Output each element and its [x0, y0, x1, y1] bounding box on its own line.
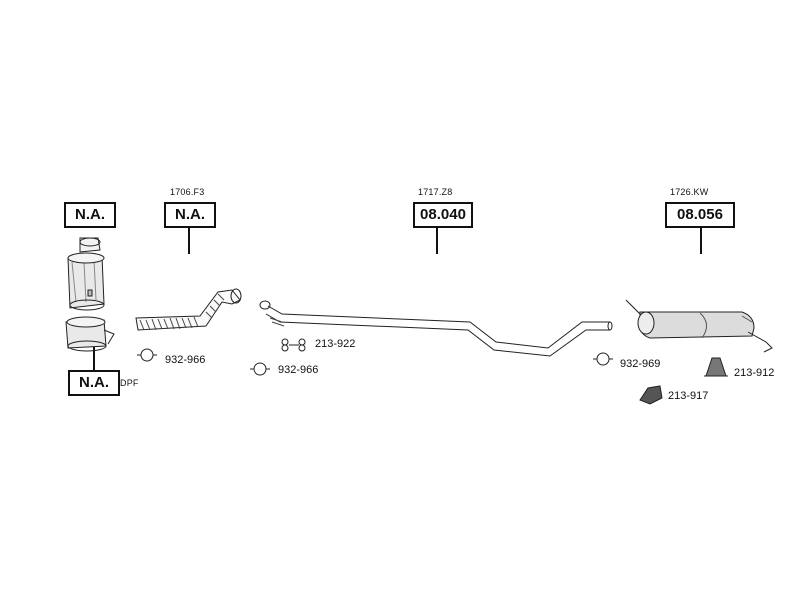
catalyst-dpf-drawing[interactable] — [65, 237, 115, 352]
front-pipe-drawing[interactable] — [135, 288, 242, 331]
dpf-box[interactable]: N.A. — [68, 370, 120, 396]
rear-silencer-drawing[interactable] — [625, 299, 773, 353]
dpf-note: DPF — [120, 378, 139, 388]
assembly-ref-middle-pipe: 1717.Z8 — [418, 187, 453, 197]
clamp-icon — [593, 352, 613, 366]
part-number-clamp-mid[interactable]: 932-966 — [278, 364, 319, 376]
part-number-clamp-rear[interactable]: 932-969 — [620, 358, 661, 370]
leader-line-front-pipe — [188, 228, 190, 254]
assembly-box-middle-pipe[interactable]: 08.040 — [413, 202, 473, 228]
leader-line-rear-silencer — [700, 228, 702, 254]
part-number-rubber-hanger[interactable]: 213-912 — [734, 367, 775, 379]
leader-line-middle-pipe — [436, 228, 438, 254]
leader-line-dpf — [93, 346, 95, 370]
clamp-icon — [137, 348, 157, 362]
assembly-ref-rear-silencer: 1726.KW — [670, 187, 709, 197]
assembly-box-catalyst[interactable]: N.A. — [64, 202, 116, 228]
clamp-icon — [250, 362, 270, 376]
bolt-clamp-icon — [281, 338, 306, 352]
part-number-clamp-front[interactable]: 932-966 — [165, 354, 206, 366]
assembly-box-front-pipe[interactable]: N.A. — [164, 202, 216, 228]
part-number-bolt-clamp[interactable]: 213-922 — [315, 338, 356, 350]
middle-pipe-drawing[interactable] — [259, 300, 613, 357]
rubber-hanger-icon — [704, 357, 728, 377]
mounting-bracket-icon — [639, 385, 663, 405]
assembly-box-rear-silencer[interactable]: 08.056 — [665, 202, 735, 228]
part-number-mounting-bracket[interactable]: 213-917 — [668, 390, 709, 402]
assembly-ref-front-pipe: 1706.F3 — [170, 187, 205, 197]
